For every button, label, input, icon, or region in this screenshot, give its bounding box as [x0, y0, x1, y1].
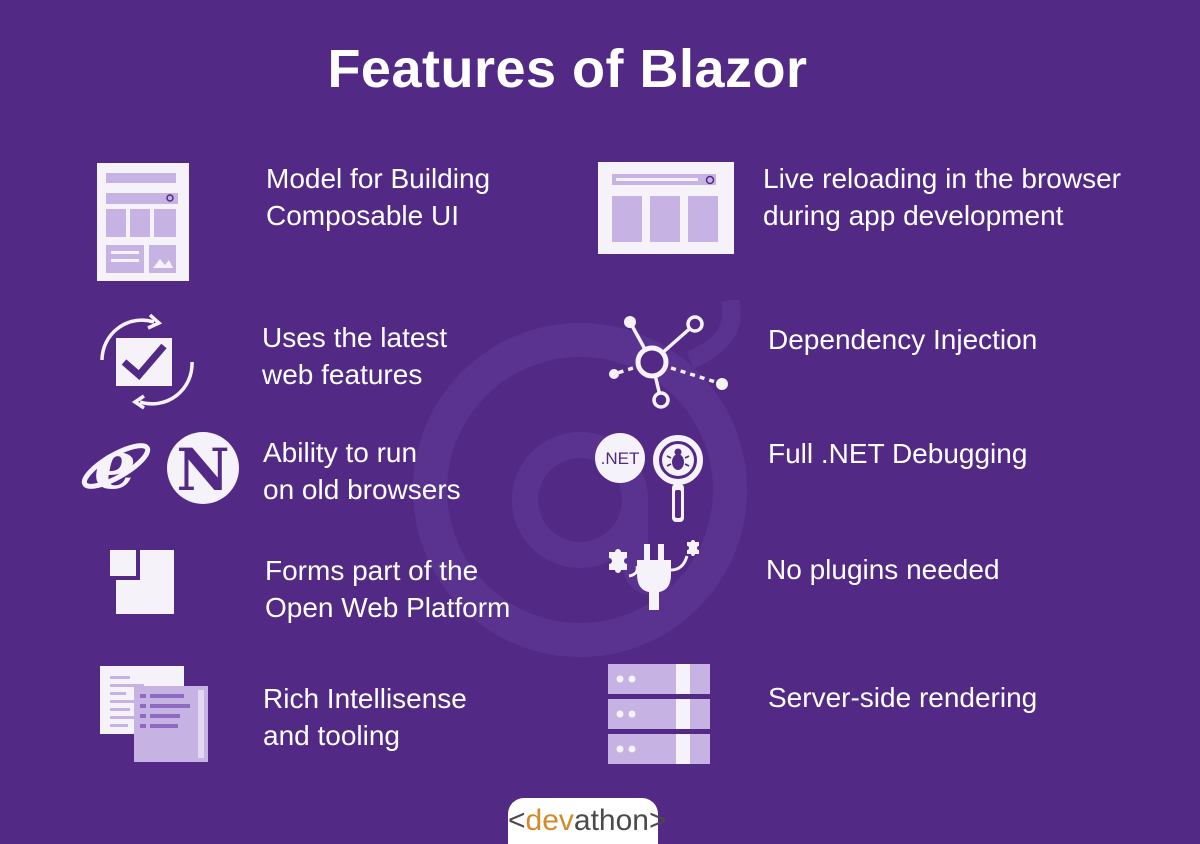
feature-text-open-web-platform: Forms part of the Open Web Platform — [265, 555, 511, 623]
open-web-platform-icon — [110, 550, 174, 614]
sync-check-icon — [100, 313, 194, 410]
svg-text:N: N — [176, 436, 229, 504]
plugin-icon — [609, 540, 699, 610]
feature-text-intellisense: Rich Intellisense and tooling — [263, 683, 467, 751]
feature-text-latest-web: Uses the latest web features — [262, 322, 448, 390]
brand-close-bracket: > — [648, 804, 667, 837]
feature-text-no-plugins: No plugins needed — [766, 554, 1000, 585]
feature-text-live-reload: Live reloading in the browser during app… — [763, 163, 1121, 231]
svg-text:.NET: .NET — [601, 449, 640, 468]
intellisense-icon — [100, 666, 208, 762]
dotnet-debug-icon: .NET — [595, 433, 703, 522]
old-browsers-icon: e N — [81, 430, 239, 504]
server-icon — [608, 664, 710, 764]
live-reload-browser-icon — [598, 162, 734, 254]
brand-rest: athon — [573, 804, 649, 837]
feature-text-composable-ui: Model for Building Composable UI — [266, 163, 491, 231]
brand-dev: dev — [525, 804, 574, 837]
feature-text-old-browsers: Ability to run on old browsers — [263, 437, 461, 505]
dependency-graph-icon — [609, 315, 728, 409]
devathon-logo: <devathon> — [508, 798, 667, 844]
svg-text:e: e — [94, 430, 136, 504]
brand-open-bracket: < — [508, 804, 526, 837]
composable-ui-icon — [97, 163, 189, 281]
page-title: Features of Blazor — [327, 39, 808, 99]
feature-text-server-rendering: Server-side rendering — [768, 682, 1038, 713]
feature-text-dependency-injection: Dependency Injection — [768, 324, 1038, 355]
feature-text-dotnet-debugging: Full .NET Debugging — [768, 438, 1028, 469]
